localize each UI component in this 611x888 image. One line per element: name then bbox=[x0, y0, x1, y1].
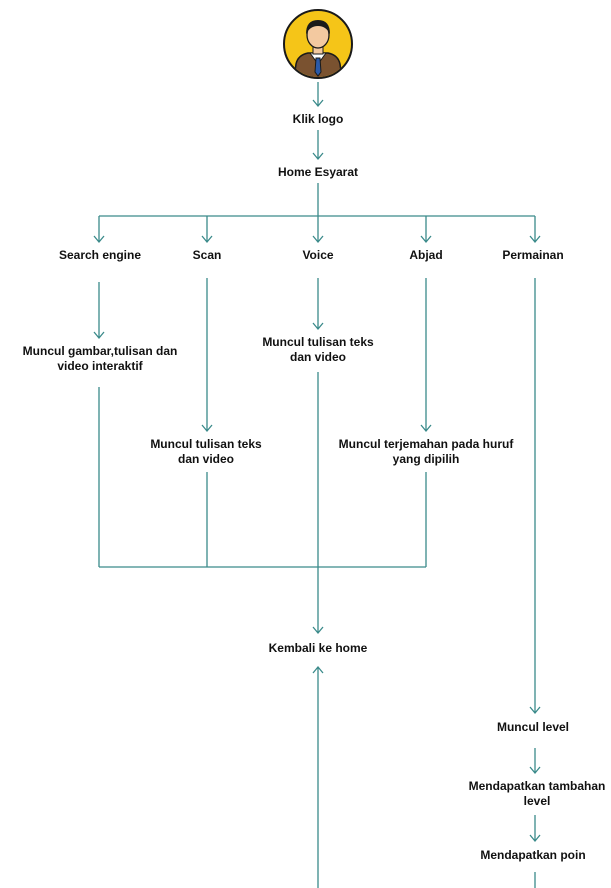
arrowhead-branch-1 bbox=[201, 235, 213, 244]
arrowhead-tambahan bbox=[529, 766, 541, 775]
arrowhead-poin bbox=[529, 834, 541, 843]
node-kembali-ke-home: Kembali ke home bbox=[268, 641, 368, 655]
arrowhead-branch-0 bbox=[93, 235, 105, 244]
connectors bbox=[93, 82, 541, 888]
node-muncul-level: Muncul level bbox=[496, 720, 570, 734]
node-voice-result: Muncul tulisan teks dan video bbox=[262, 335, 374, 364]
arrowhead-muncul-level bbox=[529, 706, 541, 715]
arrowhead-branch-4 bbox=[529, 235, 541, 244]
arrowhead-voice-result bbox=[312, 322, 324, 331]
node-permainan: Permainan bbox=[502, 248, 564, 262]
node-search-engine: Search engine bbox=[58, 248, 142, 262]
arrowhead-home bbox=[312, 152, 324, 161]
arrowhead-branch-2 bbox=[312, 235, 324, 244]
arrowhead-muncul-gambar bbox=[93, 331, 105, 340]
arrowhead-klik bbox=[312, 99, 324, 108]
node-mendapatkan-poin: Mendapatkan poin bbox=[480, 848, 586, 862]
user-avatar-icon bbox=[283, 9, 353, 79]
arrowhead-scan-result bbox=[201, 424, 213, 433]
node-scan: Scan bbox=[192, 248, 222, 262]
node-scan-result: Muncul tulisan teks dan video bbox=[150, 437, 262, 466]
node-klik-logo: Klik logo bbox=[292, 112, 344, 126]
arrowhead-kembali-up bbox=[312, 665, 324, 674]
arrowhead-abjad-result bbox=[420, 424, 432, 433]
node-home-esyarat: Home Esyarat bbox=[277, 165, 359, 179]
node-muncul-gambar: Muncul gambar,tulisan dan video interakt… bbox=[22, 344, 178, 373]
node-voice: Voice bbox=[302, 248, 334, 262]
arrowhead-branch-3 bbox=[420, 235, 432, 244]
node-abjad: Abjad bbox=[409, 248, 443, 262]
node-tambahan-level: Mendapatkan tambahan level bbox=[468, 779, 606, 808]
arrowhead-kembali-down bbox=[312, 626, 324, 635]
node-abjad-result: Muncul terjemahan pada huruf yang dipili… bbox=[338, 437, 514, 466]
